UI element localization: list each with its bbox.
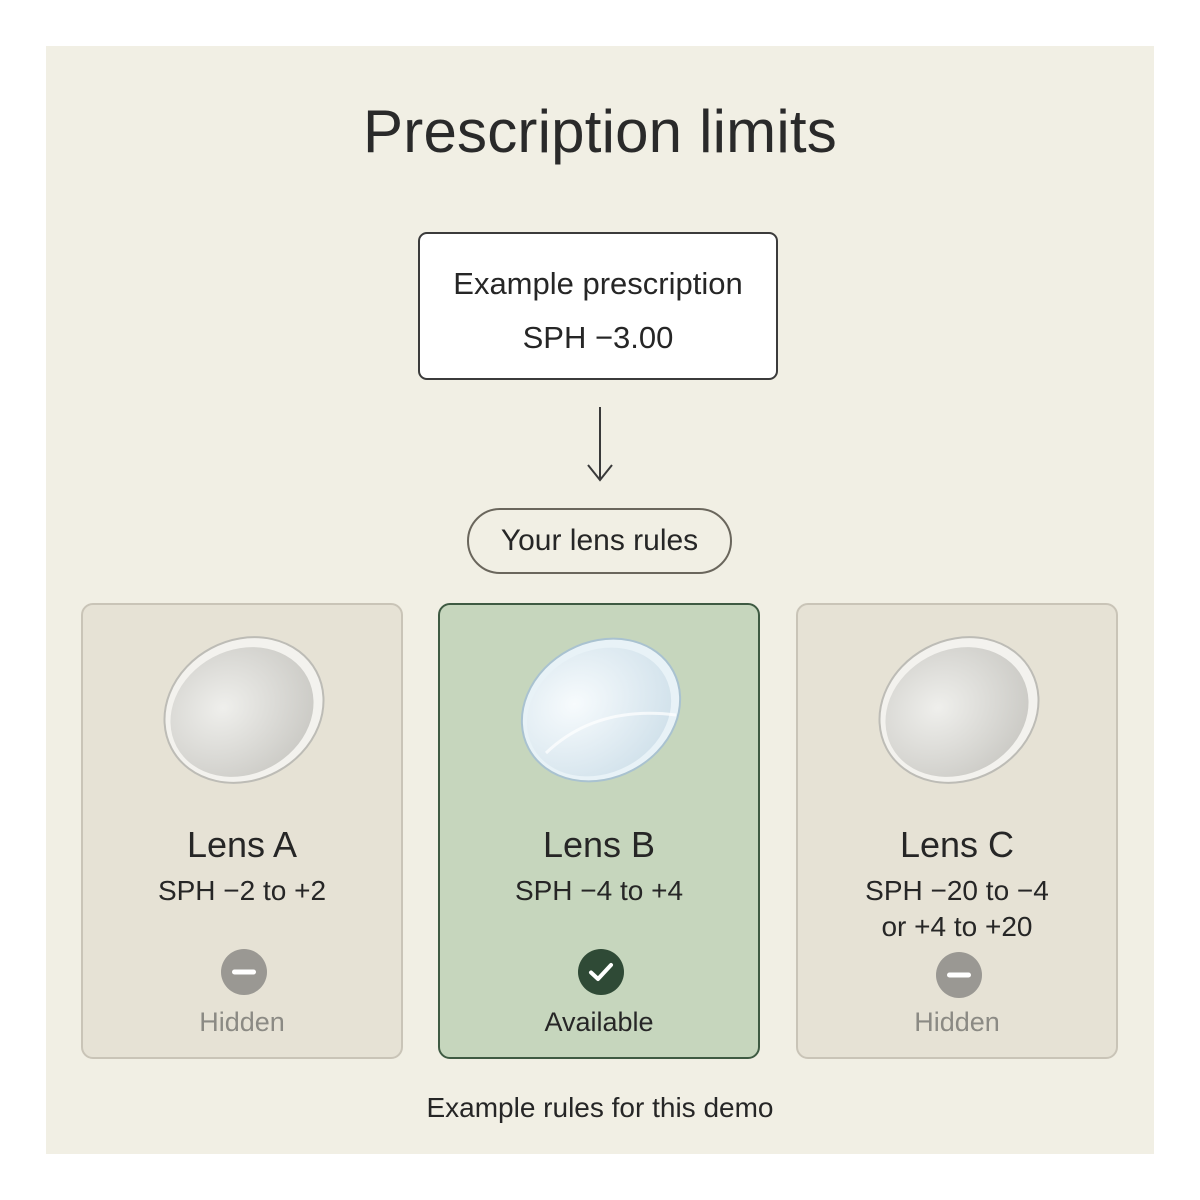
page-title: Prescription limits [363, 98, 837, 165]
example-prescription-label: Example prescription [453, 266, 743, 301]
lens-c-name: Lens C [899, 824, 1015, 865]
lens-c-status: Hidden [914, 1007, 1000, 1037]
lens-b-icon [520, 637, 682, 783]
lens-b-range: SPH −4 to +4 [514, 875, 684, 906]
lens-c-range: SPH −20 to −4 or +4 to +20 [865, 875, 1049, 942]
footnote: Example rules for this demo [426, 1092, 774, 1123]
minus-circle-icon [221, 949, 267, 995]
lens-c-icon [878, 636, 1040, 784]
lens-card-c: Lens C SPH −20 to −4 or +4 to +20 Hidden [796, 603, 1118, 1059]
check-circle-icon [578, 949, 624, 995]
minus-circle-icon [936, 952, 982, 998]
lens-a-icon [163, 636, 325, 784]
example-prescription-value: SPH −3.00 [522, 320, 674, 355]
arrow-down-icon [587, 407, 613, 482]
example-prescription-box: Example prescription SPH −3.00 [418, 232, 778, 380]
lens-b-status: Available [544, 1007, 654, 1037]
lens-rules-label: Your lens rules [467, 508, 732, 574]
lens-card-b: Lens B SPH −4 to +4 Available [438, 603, 760, 1059]
lens-b-name: Lens B [542, 824, 656, 865]
lens-a-name: Lens A [186, 824, 298, 865]
lens-card-a: Lens A SPH −2 to +2 Hidden [81, 603, 403, 1059]
lens-a-status: Hidden [199, 1007, 285, 1037]
lens-a-range: SPH −2 to +2 [157, 875, 327, 906]
